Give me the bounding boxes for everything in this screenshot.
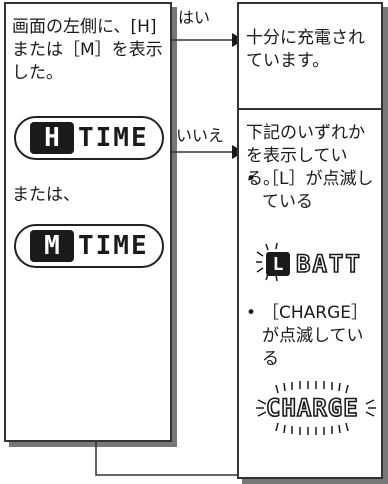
no-result-box xyxy=(237,108,383,479)
or-text: または、 xyxy=(12,185,80,205)
bullet-2-text: ［CHARGE］が点滅している xyxy=(262,303,369,369)
no-label: いいえ xyxy=(176,126,225,145)
bullet-dot-1: • xyxy=(246,169,257,189)
yes-result-box xyxy=(237,2,383,110)
lcd-m-label: TIME xyxy=(78,231,149,261)
lcd-charge-label: CHARGE xyxy=(265,393,359,423)
lcd-batt-badge: L xyxy=(266,252,290,276)
bullet-1-text: ［L］が点滅している xyxy=(262,169,374,212)
lcd-h-label: TIME xyxy=(78,123,149,153)
yes-result-text: 十分に充電されています。 xyxy=(246,28,365,71)
lcd-batt-label: BATT xyxy=(295,249,362,279)
condition-box xyxy=(4,2,172,442)
condition-text: 画面の左側に、[H]または［M］を表示した。 xyxy=(12,17,163,83)
yes-label: はい xyxy=(178,8,211,27)
lcd-batt: L BATT xyxy=(266,249,362,279)
lcd-h-badge: H xyxy=(30,122,74,154)
bullet-dot-2: • xyxy=(246,303,257,323)
lcd-m-time: M TIME xyxy=(14,224,164,268)
no-intro-text: 下記のいずれかを表示している。 xyxy=(246,123,365,189)
lcd-h-time: H TIME xyxy=(14,116,164,160)
lcd-m-badge: M xyxy=(30,230,74,262)
